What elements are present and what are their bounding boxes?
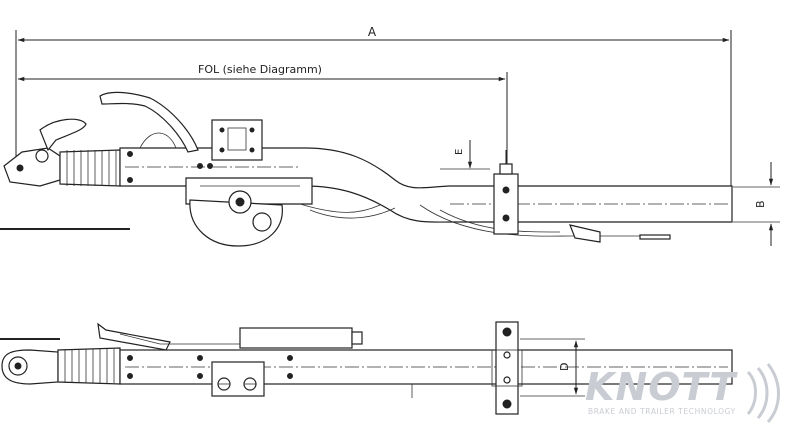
dimension-d-label: D	[558, 363, 571, 371]
dimension-fol-label: FOL (siehe Diagramm)	[198, 63, 322, 76]
side-view	[0, 91, 733, 247]
dimension-fol: FOL (siehe Diagramm)	[17, 63, 508, 170]
dimension-a-label: A	[368, 25, 377, 39]
dimension-b-label: B	[754, 200, 767, 208]
top-view: D	[0, 321, 733, 415]
dimension-e-label: E	[454, 149, 465, 155]
dimension-a: A	[15, 25, 732, 200]
knott-logo-text: KNOTT	[585, 365, 738, 409]
dimension-b: B	[733, 162, 780, 246]
knott-logo: KNOTT BRAKE AND TRAILER TECHNOLOGY	[585, 363, 780, 423]
knott-logo-tagline: BRAKE AND TRAILER TECHNOLOGY	[588, 407, 736, 416]
